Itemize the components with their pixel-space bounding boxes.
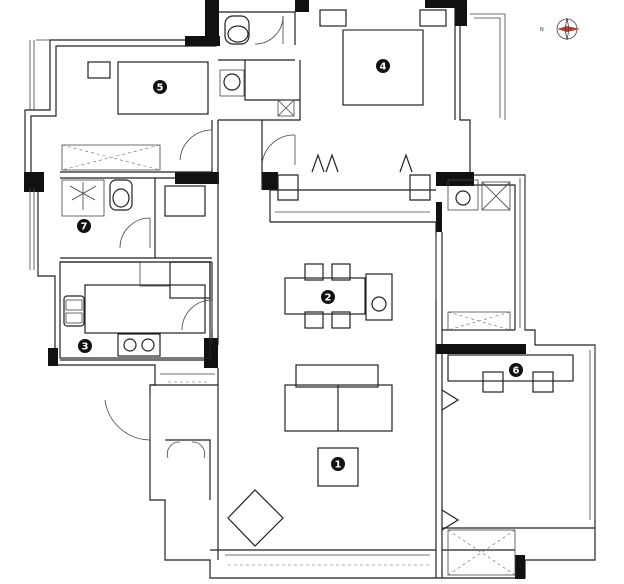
room-label-4: 4 bbox=[380, 62, 387, 73]
study-furniture bbox=[447, 179, 574, 576]
windows bbox=[29, 13, 596, 566]
room-label-2: 2 bbox=[325, 293, 332, 304]
room-marker-6: 6 bbox=[509, 363, 523, 377]
room-marker-5: 5 bbox=[153, 80, 167, 94]
room-label-6: 6 bbox=[513, 366, 520, 377]
room-label-3: 3 bbox=[82, 342, 89, 353]
master-bedroom-furniture bbox=[261, 9, 447, 201]
compass-needle-icon bbox=[557, 26, 580, 32]
room-marker-4: 4 bbox=[376, 59, 390, 73]
room-marker-3: 3 bbox=[78, 339, 92, 353]
compass-north-label: N bbox=[540, 27, 544, 33]
room-label-1: 1 bbox=[335, 460, 342, 471]
walls bbox=[24, 0, 596, 579]
compass-star-icon bbox=[564, 17, 570, 41]
room-marker-1: 1 bbox=[331, 457, 345, 471]
room-label-7: 7 bbox=[81, 222, 88, 233]
compass-rose: N bbox=[540, 17, 580, 41]
kitchen-fixtures bbox=[59, 261, 213, 359]
dining-furniture bbox=[284, 236, 437, 329]
room-label-5: 5 bbox=[157, 83, 164, 94]
room-marker-2: 2 bbox=[321, 290, 335, 304]
living-furniture bbox=[104, 364, 460, 547]
bathroom-fixtures bbox=[61, 179, 206, 249]
room-marker-7: 7 bbox=[77, 219, 91, 233]
bedroom-west-furniture bbox=[61, 61, 213, 171]
top-bathroom-fixtures bbox=[219, 15, 295, 117]
